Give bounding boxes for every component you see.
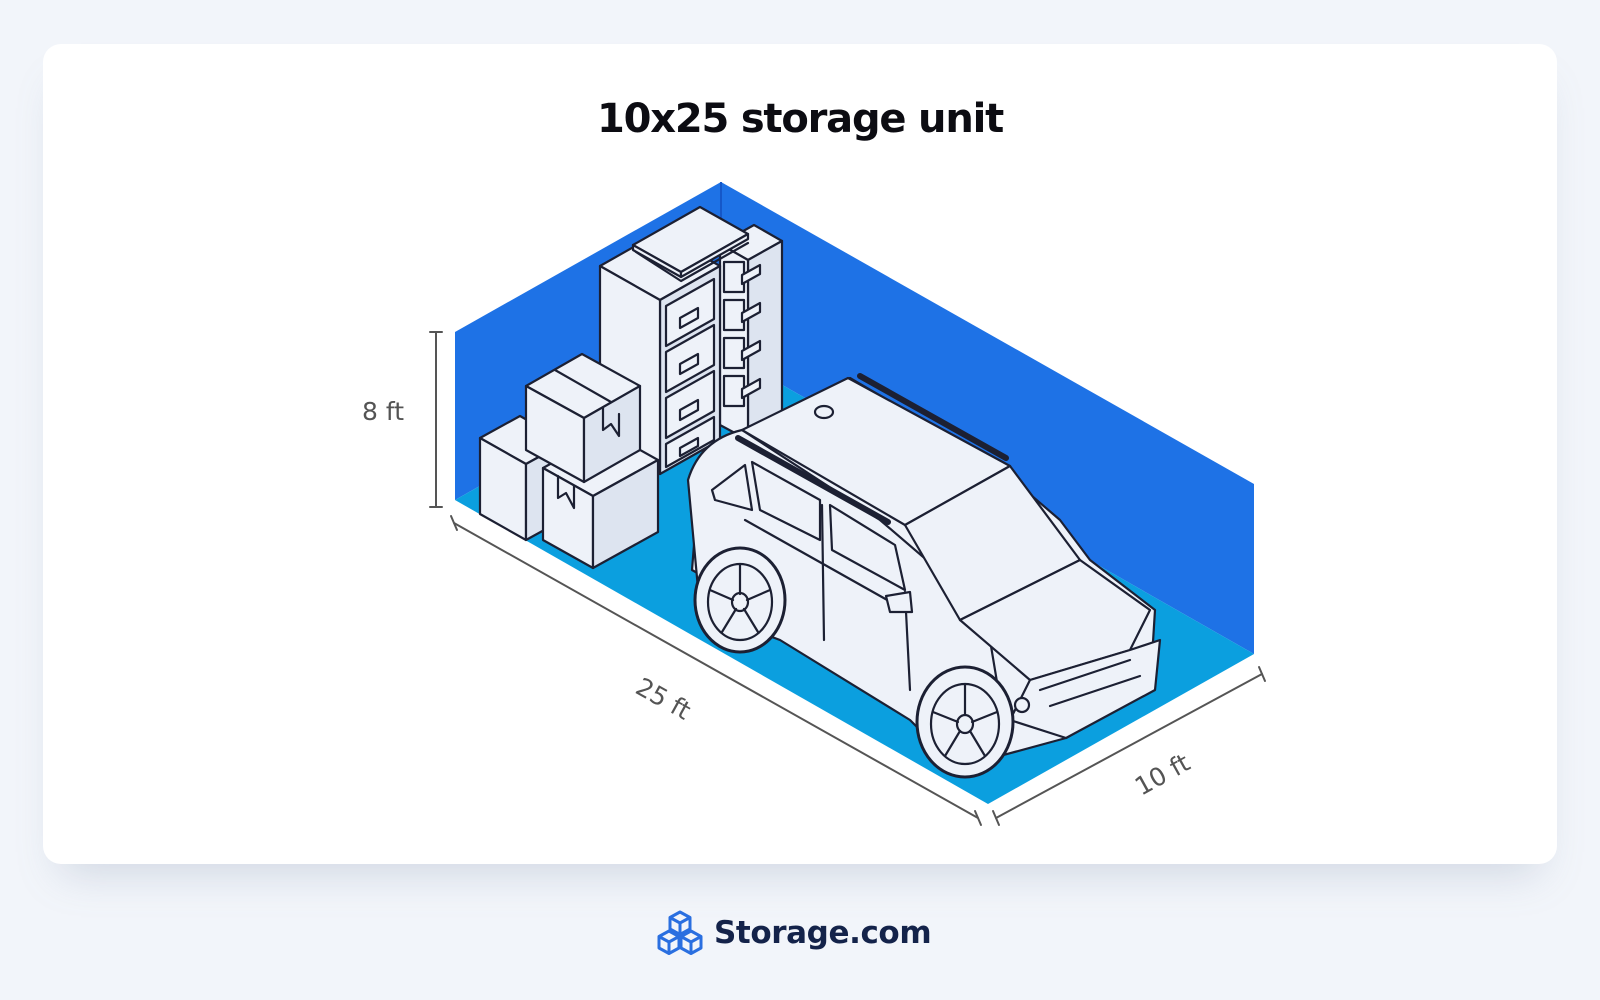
cubes-logo-icon bbox=[657, 910, 703, 955]
cardboard-box-top bbox=[524, 352, 642, 484]
width-dimension-line bbox=[992, 666, 1266, 826]
back-right-wall bbox=[721, 182, 1254, 654]
cardboard-box-lower-right bbox=[541, 430, 660, 570]
brand-logo: Storage.com bbox=[656, 910, 932, 956]
page-title: 10x25 storage unit bbox=[596, 96, 1004, 142]
height-label: 8 ft bbox=[362, 397, 405, 426]
rear-wheel bbox=[693, 546, 787, 654]
height-dimension-line bbox=[429, 331, 443, 508]
front-wheel bbox=[915, 665, 1015, 779]
filing-cabinet-right bbox=[718, 223, 784, 442]
paper-stack bbox=[631, 205, 750, 283]
suv-car bbox=[686, 373, 1162, 779]
length-dimension-line bbox=[450, 515, 982, 826]
brand-name: Storage.com bbox=[714, 915, 932, 951]
